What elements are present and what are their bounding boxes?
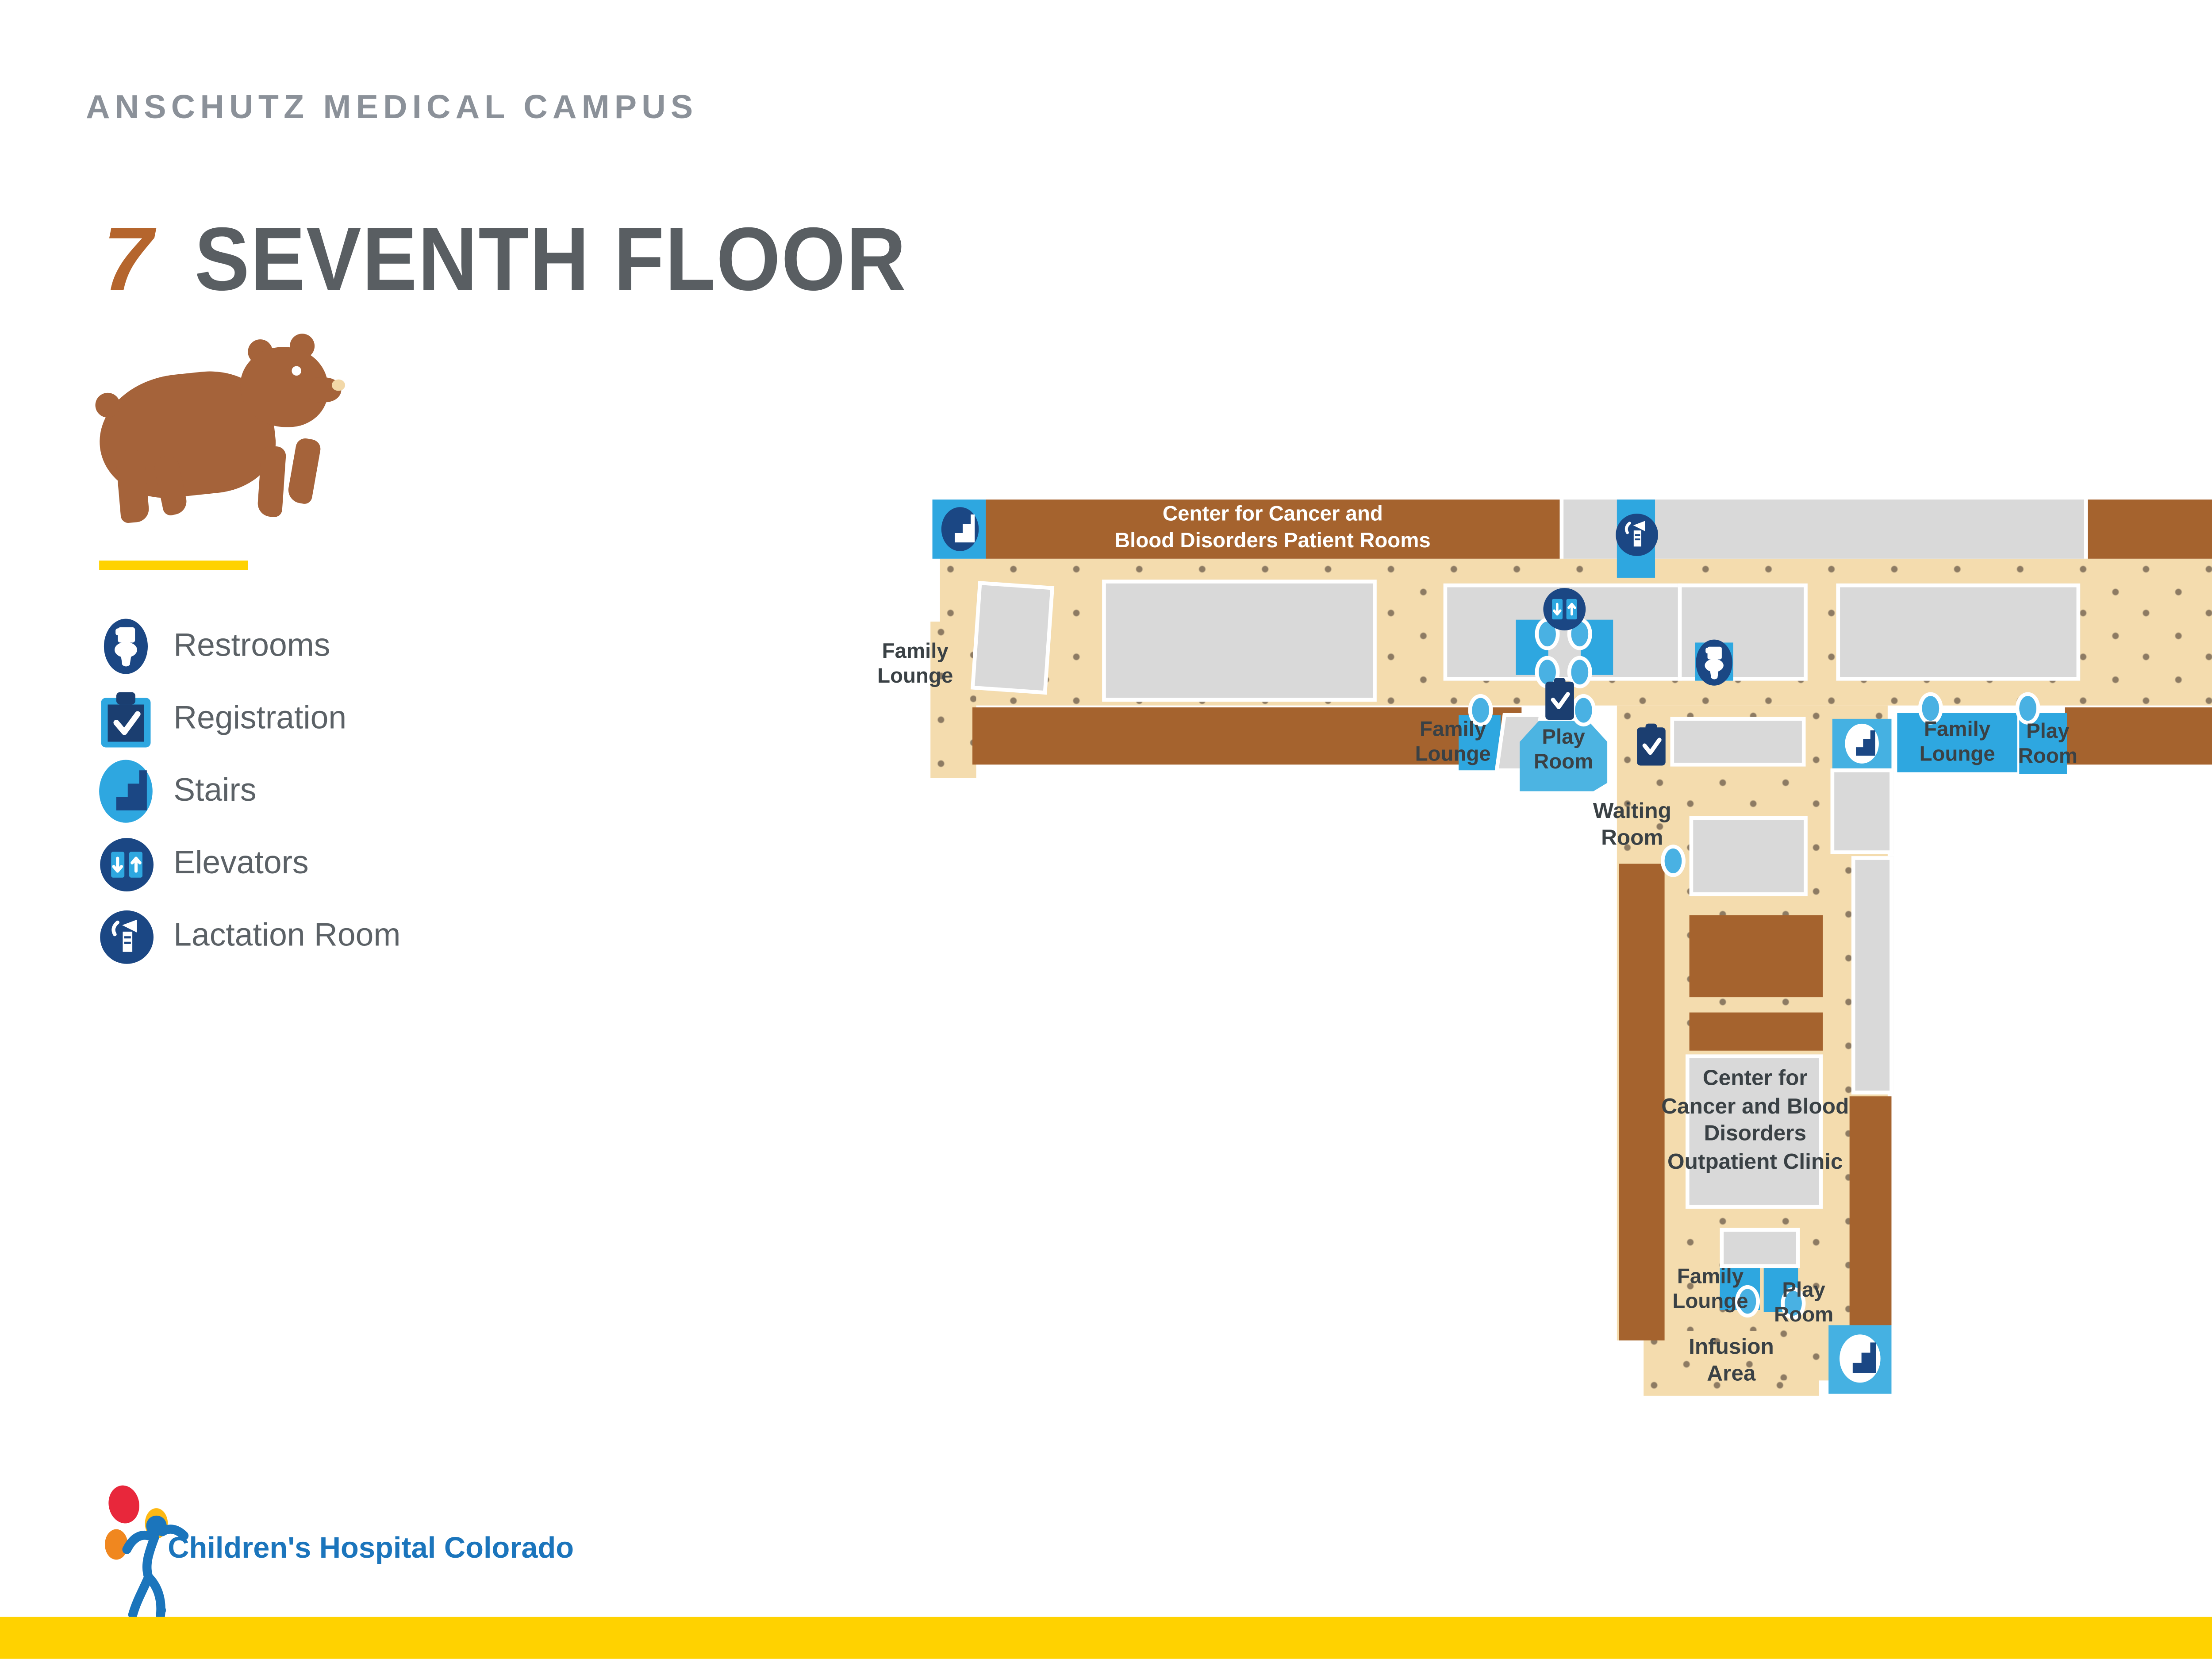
stairs-icon bbox=[95, 759, 156, 824]
stairwell-northwest bbox=[932, 499, 986, 559]
legend: Restrooms Registration Stairs bbox=[95, 618, 400, 964]
floor-stairs-pad bbox=[1773, 1323, 1835, 1381]
door-marker bbox=[1735, 1285, 1760, 1318]
legend-item-restrooms: Restrooms bbox=[95, 618, 400, 675]
label-play-room-south: Play Room bbox=[1774, 1279, 1834, 1327]
room bbox=[1720, 1228, 1800, 1268]
wall-southwest bbox=[972, 707, 1522, 765]
door-marker bbox=[1660, 845, 1686, 877]
legend-item-label: Restrooms bbox=[173, 627, 330, 664]
label-family-lounge-mid-left: Family Lounge bbox=[1415, 718, 1491, 767]
stairwell-mid bbox=[1832, 718, 1892, 768]
legend-item-label: Registration bbox=[173, 699, 347, 736]
stairs-icon bbox=[1845, 723, 1879, 764]
banner-patient-rooms: Center for Cancer and Blood Disorders Pa… bbox=[986, 499, 1560, 559]
room bbox=[1102, 580, 1377, 702]
elevators-icon bbox=[95, 836, 156, 891]
room bbox=[1670, 717, 1806, 767]
campus-title: ANSCHUTZ MEDICAL CAMPUS bbox=[85, 88, 698, 126]
stairwell-south bbox=[1828, 1325, 1892, 1394]
registered-mark: ® bbox=[156, 1605, 166, 1619]
label-family-lounge-mid-right: Family Lounge bbox=[1919, 718, 1995, 767]
wall-stem-east bbox=[1849, 1096, 1892, 1325]
child-figure-icon bbox=[122, 1515, 189, 1621]
room bbox=[1830, 768, 1893, 854]
label-play-room-mid-left: Play Room bbox=[1533, 726, 1594, 774]
brand-name: Children's Hospital Colorado bbox=[168, 1533, 574, 1566]
legend-item-registration: Registration bbox=[95, 690, 400, 747]
restrooms-icon bbox=[95, 618, 156, 675]
registration-icon bbox=[95, 689, 156, 749]
door-marker bbox=[1567, 656, 1592, 688]
door-marker bbox=[2015, 692, 2040, 725]
banner-label: Center for Cancer and Blood Disorders Pa… bbox=[1114, 503, 1431, 552]
room bbox=[1685, 1054, 1823, 1209]
room bbox=[1836, 583, 2081, 681]
stairs-icon bbox=[940, 507, 978, 551]
label-play-room-mid-right: Play Room bbox=[2018, 721, 2078, 768]
room bbox=[1689, 816, 1808, 896]
legend-item-lactation: Lactation Room bbox=[95, 908, 400, 965]
door-marker bbox=[1781, 1287, 1806, 1320]
label-infusion-area: Infusion Area bbox=[1689, 1336, 1774, 1386]
legend-item-stairs: Stairs bbox=[95, 760, 400, 823]
label-outpatient-clinic: Center for Cancer and Blood Disorders Ou… bbox=[1661, 1068, 1849, 1175]
stairs-icon bbox=[1839, 1334, 1881, 1383]
room bbox=[971, 581, 1055, 695]
wall-stem-west bbox=[1619, 864, 1665, 1340]
legend-item-label: Elevators bbox=[173, 845, 309, 881]
legend-item-label: Lactation Room bbox=[173, 917, 401, 953]
door-marker bbox=[1468, 694, 1493, 727]
legend-item-elevators: Elevators bbox=[95, 835, 400, 892]
banner-label: Bone Marrow Transplant Unit bbox=[2088, 499, 2212, 559]
floor-number: 7 bbox=[103, 207, 153, 309]
legend-item-label: Stairs bbox=[173, 772, 257, 809]
bear-icon bbox=[93, 334, 347, 544]
room bbox=[1851, 856, 1893, 1094]
room-brown-upper bbox=[1689, 915, 1823, 998]
family-lounge-mid-right bbox=[1897, 713, 2017, 772]
room-elevator-lobby bbox=[1443, 583, 1682, 681]
door-marker bbox=[1571, 694, 1596, 727]
accent-rule bbox=[99, 561, 248, 570]
footer-accent-bar bbox=[0, 1617, 2212, 1659]
room-brown-lower bbox=[1689, 1012, 1823, 1051]
lactation-room-icon bbox=[95, 909, 156, 964]
wall-southeast bbox=[2065, 707, 2212, 765]
label-family-lounge-west: Family Lounge bbox=[877, 641, 953, 688]
floor-west-notch bbox=[930, 622, 976, 778]
registration-icon bbox=[1637, 723, 1666, 766]
door-marker bbox=[1535, 618, 1560, 650]
lactation-room-icon bbox=[1616, 514, 1659, 556]
door-marker bbox=[1918, 692, 1943, 725]
page-title: SEVENTH FLOOR bbox=[194, 207, 907, 309]
banner-bone-marrow: Bone Marrow Transplant Unit bbox=[2088, 499, 2212, 559]
registration-icon bbox=[1545, 678, 1574, 720]
label-family-lounge-south: Family Lounge bbox=[1672, 1266, 1748, 1314]
restrooms-icon bbox=[1696, 639, 1732, 686]
label-waiting-room: Waiting Room bbox=[1593, 801, 1671, 850]
play-room-mid-left bbox=[1520, 721, 1608, 791]
balloon-orange bbox=[103, 1527, 130, 1562]
elevators-icon bbox=[1543, 588, 1586, 630]
